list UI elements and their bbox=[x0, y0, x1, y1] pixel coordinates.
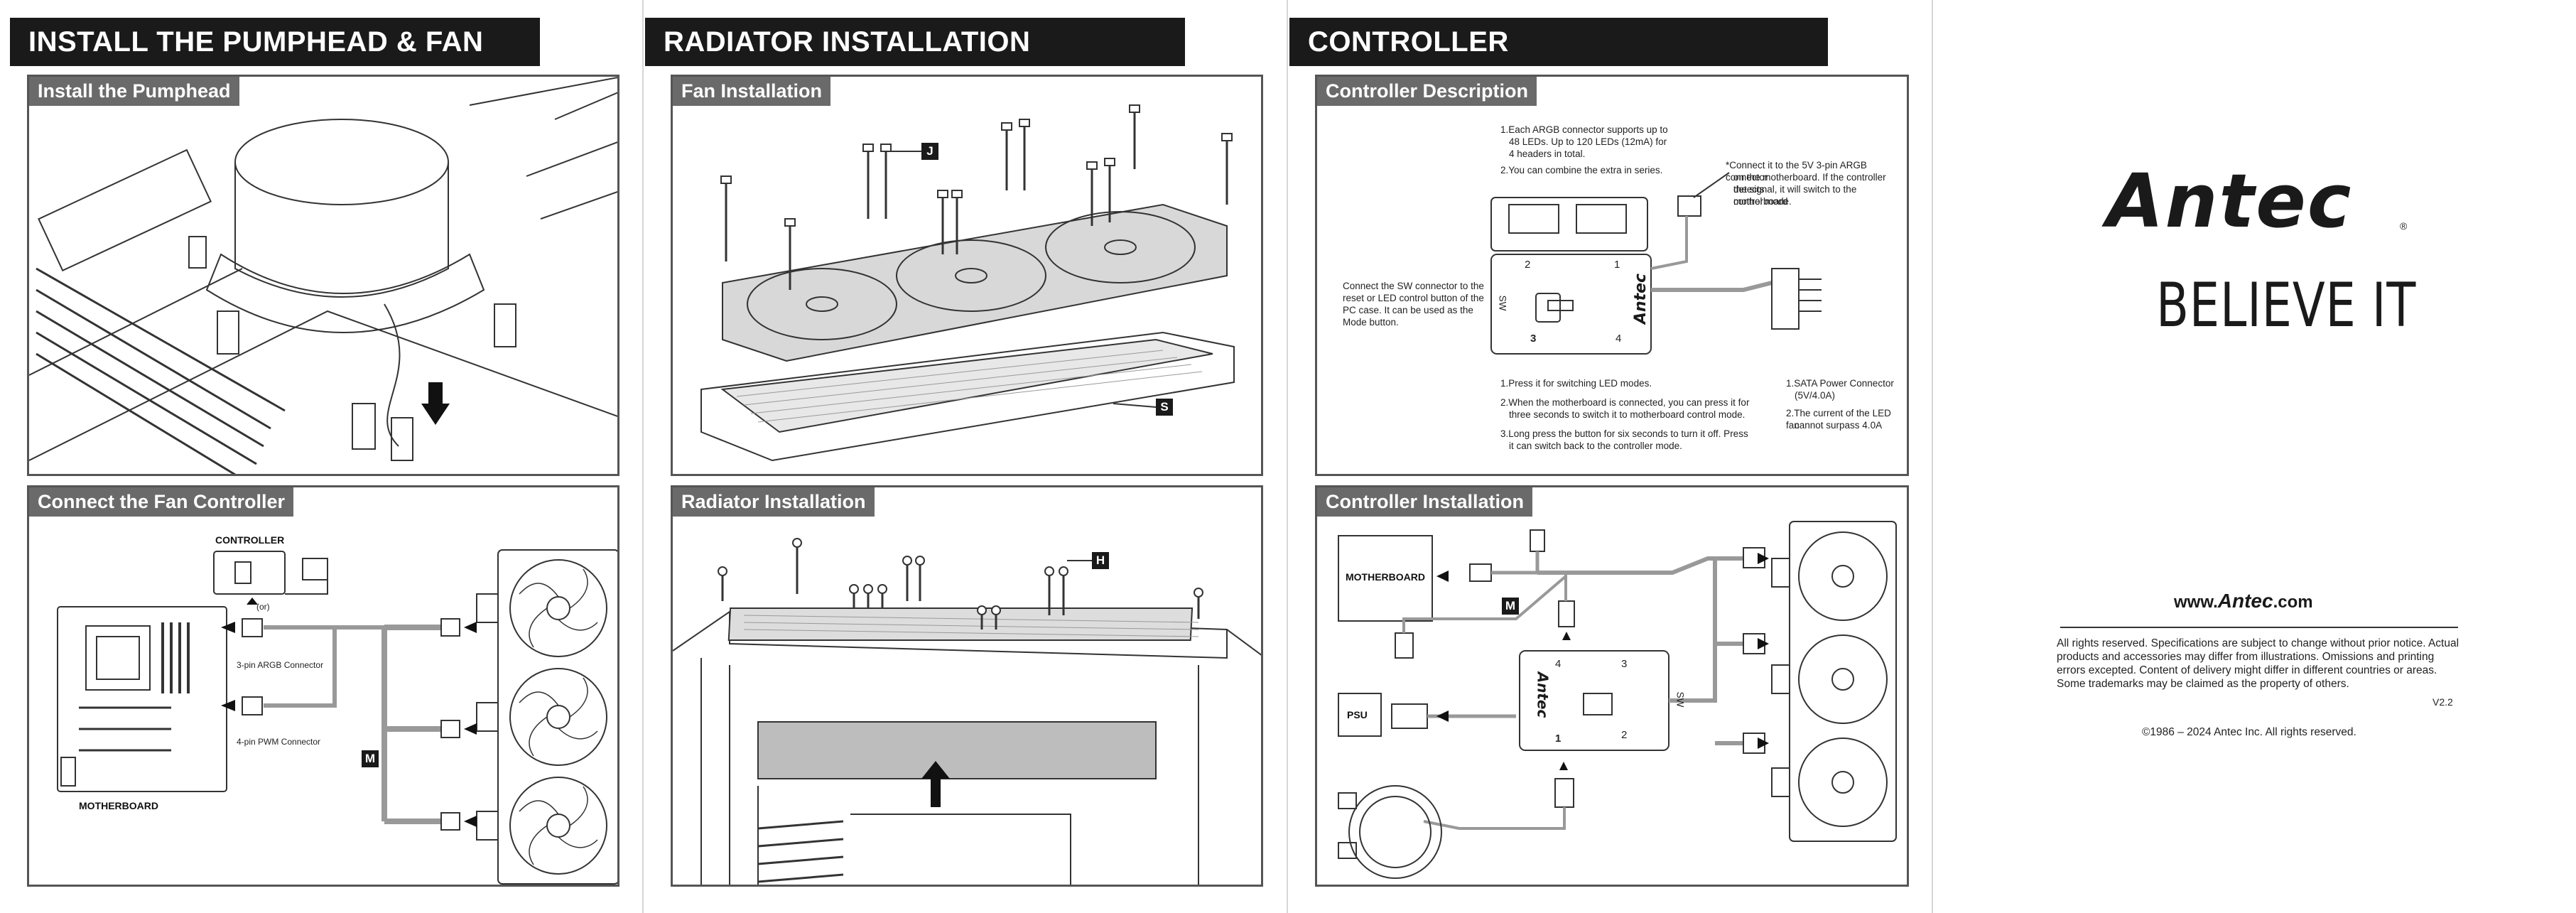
port-label-2: 2 bbox=[1525, 259, 1531, 271]
note-press-2b: three seconds to switch it to motherboar… bbox=[1509, 409, 1746, 420]
note-press-1: 1.Press it for switching LED modes. bbox=[1500, 378, 1652, 389]
controller-label: CONTROLLER bbox=[215, 534, 285, 546]
subsection-title: Controller Installation bbox=[1317, 487, 1533, 517]
fan-controller-illustration bbox=[57, 549, 617, 885]
fold-line bbox=[1932, 0, 1933, 913]
sw-label: SW bbox=[1674, 691, 1686, 708]
subsection-title: Connect the Fan Controller bbox=[29, 487, 294, 517]
section-header-pumphead: INSTALL THE PUMPHEAD & FAN bbox=[10, 18, 540, 66]
note-5v-2: on the motherboard. If the controller de… bbox=[1733, 172, 1886, 195]
part-badge-s: S bbox=[1156, 399, 1173, 416]
controller-description-figure: Controller Description 1.Each ARGB conne… bbox=[1315, 75, 1909, 476]
controller-description-illustration bbox=[1490, 172, 1822, 355]
website-url-brand: Antec bbox=[2217, 590, 2273, 612]
copyright-notice: ©1986 – 2024 Antec Inc. All rights reser… bbox=[2142, 726, 2356, 738]
or-label: (or) bbox=[256, 602, 270, 612]
sw-label: SW bbox=[1497, 295, 1508, 311]
brand-logo-registered: ® bbox=[2400, 220, 2408, 232]
note-press-3a: 3.Long press the button for six seconds … bbox=[1500, 428, 1748, 439]
website-url-suffix: .com bbox=[2273, 593, 2313, 612]
subsection-title: Fan Installation bbox=[673, 77, 831, 106]
version-label: V2.2 bbox=[2432, 696, 2453, 708]
note-sata-2: 2.The current of the LED fan bbox=[1786, 408, 1891, 431]
section-header-radiator: RADIATOR INSTALLATION bbox=[645, 18, 1185, 66]
brand-tagline: BELIEVE IT bbox=[2156, 270, 2417, 341]
website-url: www.Antec.com bbox=[2174, 590, 2313, 612]
port-label-4: 4 bbox=[1555, 658, 1562, 670]
motherboard-label: MOTHERBOARD bbox=[79, 800, 158, 811]
install-pumphead-figure: Install the Pumphead bbox=[27, 75, 619, 476]
fold-line bbox=[1287, 0, 1288, 913]
port-label-4: 4 bbox=[1616, 333, 1622, 345]
note-5v-1: *Connect it to the 5V 3-pin ARGB connect… bbox=[1726, 160, 1867, 183]
part-badge-m: M bbox=[362, 750, 379, 767]
subsection-title: Controller Description bbox=[1317, 77, 1537, 106]
legal-notice: All rights reserved. Specifications are … bbox=[2057, 637, 2459, 690]
part-badge-h: H bbox=[1092, 552, 1109, 569]
pumphead-illustration bbox=[29, 77, 617, 474]
note-sata-2b: cannot surpass 4.0A bbox=[1795, 420, 1883, 431]
port-label-1: 1 bbox=[1614, 259, 1620, 271]
port-label-2: 2 bbox=[1621, 729, 1628, 741]
note-press-2a: 2.When the motherboard is connected, you… bbox=[1500, 397, 1750, 408]
controller-installation-illustration bbox=[1338, 521, 1897, 879]
note-argb-2: 2.You can combine the extra in series. bbox=[1500, 165, 1663, 175]
pwm-connector-label: 4-pin PWM Connector bbox=[237, 737, 321, 747]
connect-fan-controller-figure: Connect the Fan Controller bbox=[27, 485, 619, 887]
psu-label: PSU bbox=[1347, 709, 1368, 720]
controller-installation-figure: Controller Installation bbox=[1315, 485, 1909, 887]
subsection-title: Install the Pumphead bbox=[29, 77, 239, 106]
fold-line bbox=[642, 0, 644, 913]
divider bbox=[2060, 627, 2458, 628]
fan-installation-figure: Fan Installation bbox=[671, 75, 1263, 476]
note-5v-3: the signal, it will switch to the mother… bbox=[1733, 184, 1857, 207]
note-sw-3: PC case. It can be used as the bbox=[1343, 305, 1473, 315]
note-sw-1: Connect the SW connector to the bbox=[1343, 281, 1484, 291]
note-argb-1b: 48 LEDs. Up to 120 LEDs (12mA) for bbox=[1509, 136, 1667, 147]
port-label-3: 3 bbox=[1621, 658, 1628, 670]
port-label-1: 1 bbox=[1555, 733, 1562, 745]
brand-logo: Antec bbox=[2106, 158, 2353, 244]
radiator-installation-figure: Radiator Installation H bbox=[671, 485, 1263, 887]
radiator-installation-illustration bbox=[673, 538, 1261, 885]
note-sw-4: Mode button. bbox=[1343, 317, 1399, 328]
note-argb-1c: 4 headers in total. bbox=[1509, 148, 1586, 159]
port-label-3: 3 bbox=[1530, 333, 1537, 345]
note-5v-4: control mode. bbox=[1733, 196, 1792, 207]
note-sata-1: 1.SATA Power Connector bbox=[1786, 378, 1894, 389]
controller-antec-logo: Antec bbox=[1534, 671, 1552, 718]
fan-installation-illustration bbox=[700, 104, 1235, 462]
subsection-title: Radiator Installation bbox=[673, 487, 875, 517]
part-badge-j: J bbox=[921, 143, 938, 160]
argb-connector-label: 3-pin ARGB Connector bbox=[237, 660, 324, 670]
note-sw-2: reset or LED control button of the bbox=[1343, 293, 1484, 303]
section-header-controller: CONTROLLER bbox=[1289, 18, 1828, 66]
note-press-3b: it can switch back to the controller mod… bbox=[1509, 441, 1682, 451]
part-badge-m: M bbox=[1502, 598, 1519, 615]
note-argb-1: 1.Each ARGB connector supports up to bbox=[1500, 124, 1668, 135]
note-sata-1b: (5V/4.0A) bbox=[1795, 390, 1836, 401]
website-url-prefix: www. bbox=[2174, 593, 2218, 612]
controller-antec-logo: Antec bbox=[1632, 273, 1650, 325]
motherboard-label: MOTHERBOARD bbox=[1346, 571, 1425, 583]
